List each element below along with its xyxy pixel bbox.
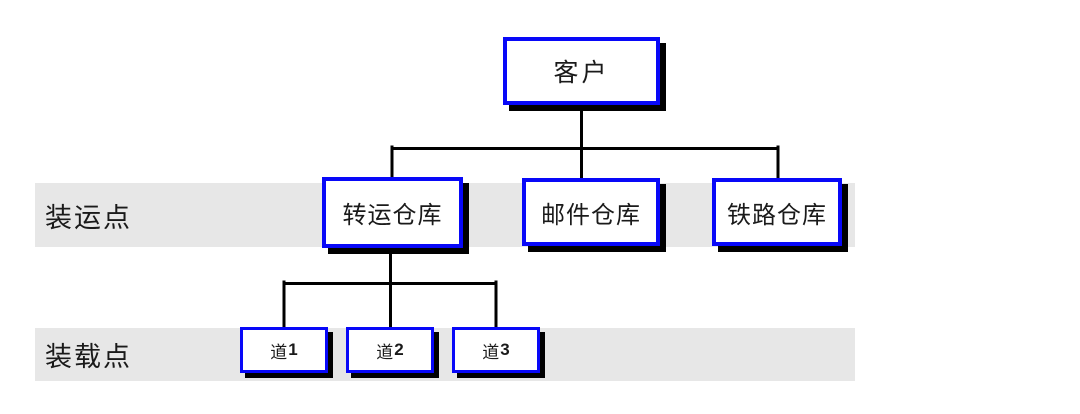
node-customer-label: 客户 [553, 60, 610, 87]
loading-points-band [35, 328, 855, 381]
node-rail-warehouse-label: 铁路仓库 [727, 202, 827, 229]
row-label-shipping-point: 装运点 [45, 202, 132, 233]
node-dock-3-number: 3 [500, 340, 510, 359]
row-label-loading-point: 装载点 [45, 342, 132, 372]
node-transfer-warehouse: 转运仓库 [322, 177, 463, 248]
node-dock-1-label: 道 [270, 342, 288, 362]
node-transfer-warehouse-label: 转运仓库 [342, 203, 443, 229]
node-mail-warehouse-label: 邮件仓库 [541, 202, 641, 229]
node-dock-3-label: 道 [482, 342, 500, 362]
node-customer: 客户 [503, 37, 660, 105]
node-rail-warehouse: 铁路仓库 [712, 178, 842, 246]
node-mail-warehouse: 邮件仓库 [522, 178, 660, 246]
node-dock-2-number: 2 [394, 340, 404, 359]
node-dock-1-number: 1 [288, 340, 298, 359]
node-dock-2-label: 道 [376, 342, 394, 362]
